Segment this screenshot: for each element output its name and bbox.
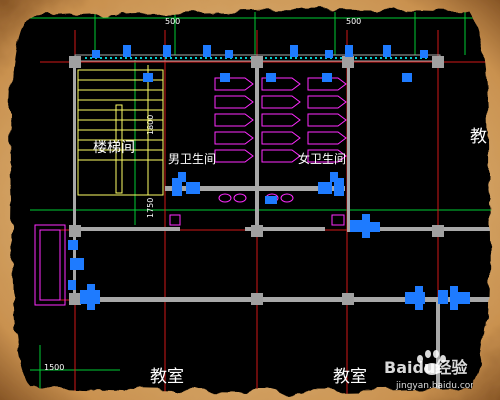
dimension-bottom-left: 1500 bbox=[44, 363, 64, 372]
column bbox=[432, 225, 444, 237]
classroom-left-label: 教室 bbox=[150, 367, 184, 387]
column bbox=[251, 56, 263, 68]
womens-restroom-label: 女卫生间 bbox=[298, 151, 346, 166]
classroom-edge-label: 教 bbox=[470, 127, 487, 147]
mens-restroom-label: 男卫生间 bbox=[168, 152, 216, 166]
stairwell-label: 楼梯间 bbox=[93, 140, 135, 156]
column bbox=[251, 293, 263, 305]
column bbox=[69, 293, 81, 305]
dimension-vertical-1: 1800 bbox=[146, 115, 155, 135]
column bbox=[342, 293, 354, 305]
watermark-url: jingyan.baidu.com bbox=[395, 381, 479, 391]
dimension-top-right: 500 bbox=[346, 17, 361, 26]
dimension-vertical-2: 1750 bbox=[146, 198, 155, 218]
column bbox=[69, 225, 81, 237]
watermark-brand: Baidu经验 bbox=[384, 358, 468, 377]
column bbox=[342, 56, 354, 68]
column bbox=[251, 225, 263, 237]
column bbox=[432, 56, 444, 68]
dimension-top-left: 500 bbox=[165, 17, 180, 26]
column bbox=[69, 56, 81, 68]
classroom-right-label: 教室 bbox=[333, 367, 367, 387]
